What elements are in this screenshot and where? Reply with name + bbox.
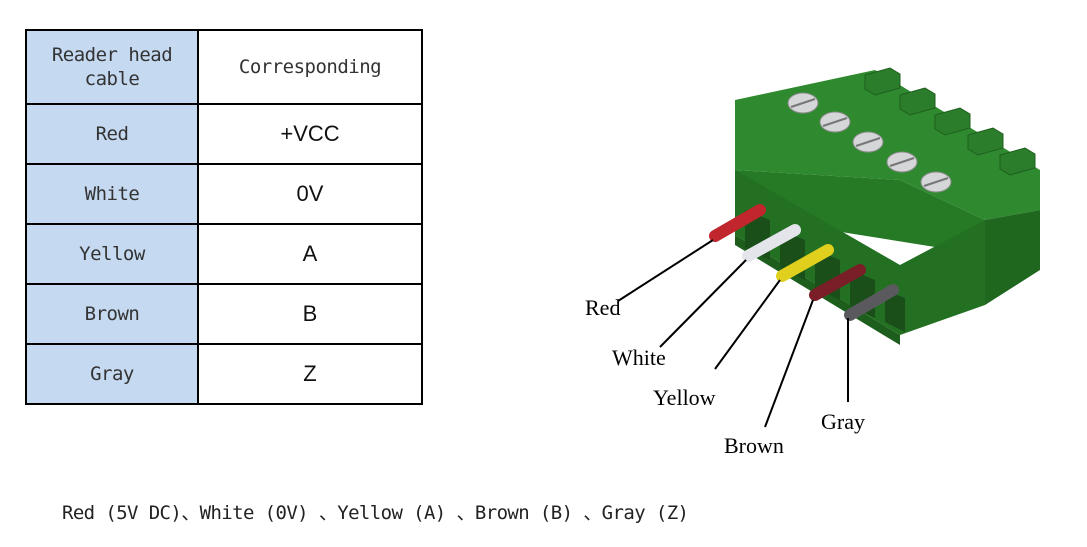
cable-cell: Brown <box>25 283 199 345</box>
wires <box>709 204 899 321</box>
leader-lines <box>617 239 849 428</box>
wire-color-caption: Red (5V DC)、White (0V) 、Yellow (A) 、Brow… <box>62 502 689 524</box>
table-row: White 0V <box>25 163 423 225</box>
cable-cell: Gray <box>25 343 199 405</box>
signal-cell: 0V <box>197 163 423 225</box>
connector-front-body <box>735 170 985 335</box>
header-corresponding: Corresponding <box>197 29 423 105</box>
table-row: Gray Z <box>25 343 423 405</box>
connector-illustration <box>617 67 1040 428</box>
wire-label-yellow: Yellow <box>653 385 716 410</box>
signal-cell: Z <box>197 343 423 405</box>
wire-label-gray: Gray <box>821 409 865 434</box>
connector-front-upper <box>735 170 985 255</box>
wire-brown <box>809 264 866 301</box>
wire-white <box>742 224 801 262</box>
table-row: Red +VCC <box>25 103 423 165</box>
connector-diagram: Red White Yellow Brown Gray <box>560 60 1060 470</box>
cable-cell: White <box>25 163 199 225</box>
wire-label-red: Red <box>585 295 621 320</box>
cable-cell: Red <box>25 103 199 165</box>
wire-label-brown: Brown <box>724 433 784 458</box>
connector-ridges <box>864 67 1036 176</box>
signal-cell: +VCC <box>197 103 423 165</box>
wire-label-white: White <box>612 345 666 370</box>
wire-yellow <box>776 244 834 282</box>
wire-gray <box>844 284 899 321</box>
screw-terminals <box>787 92 952 193</box>
connector-right-side <box>985 210 1040 305</box>
wire-red <box>709 204 766 242</box>
signal-cell: B <box>197 283 423 345</box>
signal-cell: A <box>197 223 423 285</box>
table-row: Brown B <box>25 283 423 345</box>
table-row: Yellow A <box>25 223 423 285</box>
cable-cell: Yellow <box>25 223 199 285</box>
